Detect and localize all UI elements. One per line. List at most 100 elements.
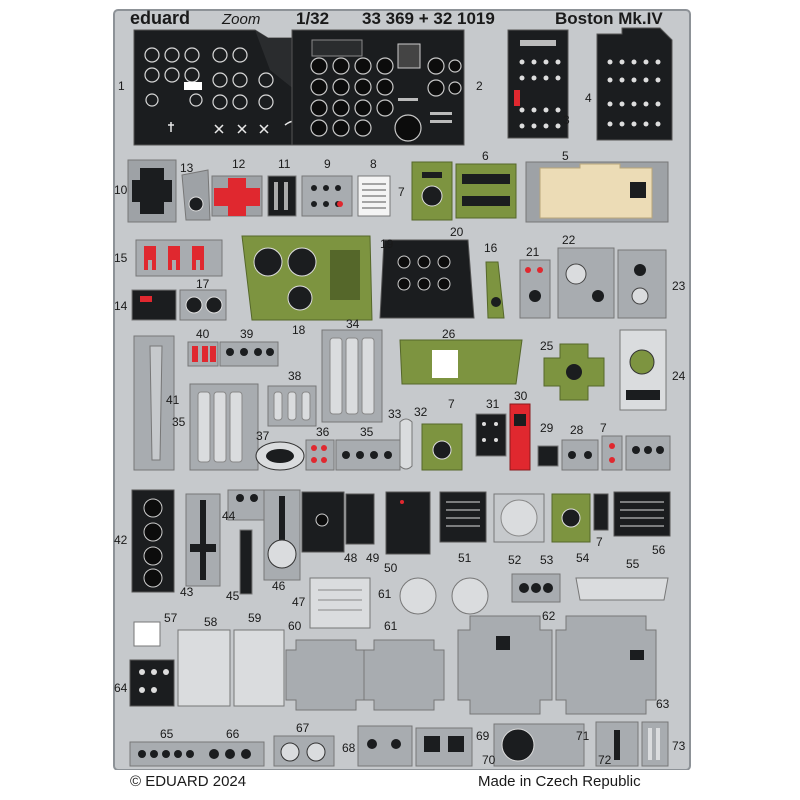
part-number: 18 <box>292 323 306 337</box>
product-codes: 33 369 + 32 1019 <box>362 9 495 28</box>
part-36-switch-strip: 35 <box>335 425 401 471</box>
part-3-switch-panel: 3 <box>507 29 570 139</box>
part-number: 15 <box>114 251 128 265</box>
part-number: 30 <box>514 389 528 403</box>
part-number: 31 <box>486 397 500 411</box>
part-number: 37 <box>256 429 270 443</box>
part-15-red-clips: 15 <box>114 239 223 277</box>
part-17-knobs: 17 <box>179 277 227 321</box>
part-number: 68 <box>342 741 356 755</box>
part-45-levers: 44 <box>222 489 265 523</box>
part-53-disc: 52 <box>493 493 545 567</box>
part-8-placard: 8 <box>357 157 391 217</box>
part-30-panel: 29 <box>537 421 559 467</box>
part-number: 7 <box>398 185 405 199</box>
part-number: 43 <box>180 585 194 599</box>
part-24-compass-panel: 24 <box>619 329 686 411</box>
part-16-green-lever-plate: 16 <box>484 241 505 319</box>
part-number: 11 <box>278 157 291 171</box>
part-number: 47 <box>292 595 306 609</box>
part-number: 29 <box>540 421 554 435</box>
part-65-grey-cushion: 63 <box>555 615 670 715</box>
part-number: 7 <box>596 535 603 549</box>
part-number: 64 <box>114 681 128 695</box>
part-number: 14 <box>114 299 128 313</box>
part-33-green-panel: 32 7 <box>414 397 463 471</box>
part-number: 9 <box>324 157 331 171</box>
part-number: 17 <box>196 277 210 291</box>
part-number: 1 <box>118 79 125 93</box>
part-60-cushion: 59 <box>233 611 285 707</box>
part-42-frame: 41 <box>133 335 180 471</box>
part-10-black-bracket: 10 <box>114 159 177 223</box>
part-number: 53 <box>540 553 554 567</box>
part-number: 46 <box>272 579 286 593</box>
part-71-panel: 69 <box>415 727 490 767</box>
origin-text: Made in Czech Republic <box>478 773 641 790</box>
part-number: 58 <box>204 615 218 629</box>
part-38-ring: 37 <box>255 429 305 471</box>
part-1-left-instrument-panel: 1 <box>118 29 321 146</box>
part-35-grille-2: 34 <box>321 317 383 423</box>
part-32-panel: 31 <box>475 397 507 457</box>
part-37-red-switches: 36 <box>305 425 335 471</box>
part-43-instrument-column: 42 <box>114 489 175 593</box>
part-number: 6 <box>482 149 489 163</box>
part-48-grille: 47 <box>292 577 371 629</box>
part-number: 49 <box>366 551 380 565</box>
part-number: 23 <box>672 279 686 293</box>
part-number: 25 <box>540 339 554 353</box>
part-number: 70 <box>482 753 496 767</box>
part-number: 13 <box>180 161 194 175</box>
part-number: 54 <box>576 551 590 565</box>
part-2-right-instrument-panel: 2 <box>291 29 483 146</box>
part-number: 57 <box>164 611 178 625</box>
part-62-grey-cushion: 61 <box>363 619 445 711</box>
series-logo: Zoom <box>221 11 260 28</box>
part-number: 21 <box>526 245 540 259</box>
part-number: 4 <box>585 91 592 105</box>
part-21-panel: 21 <box>519 245 551 319</box>
part-75-strips: 73 <box>641 721 686 767</box>
part-number: 60 <box>288 619 302 633</box>
part-64-knobs: 62 <box>511 573 561 623</box>
part-5-leather-cushion: 5 <box>525 149 669 223</box>
part-12-red-switch-cover: 12 <box>211 157 263 217</box>
part-13-panel: 13 <box>180 161 211 221</box>
part-number: 26 <box>442 327 456 341</box>
part-number: 41 <box>166 393 180 407</box>
part-large-grey-cushion <box>457 615 553 715</box>
part-34-arm: 33 <box>388 407 413 470</box>
part-number: 40 <box>196 327 210 341</box>
part-47-control-wheel: 46 <box>263 489 301 593</box>
part-number: 7 <box>448 397 455 411</box>
part-56-strip: 55 <box>575 557 669 601</box>
part-72-dial: 70 <box>482 723 585 767</box>
part-number: 69 <box>476 729 490 743</box>
part-number: 61 <box>378 587 392 601</box>
part-58-placard: 57 <box>133 611 178 647</box>
part-number: 50 <box>384 561 398 575</box>
part-27-switch-strip <box>625 435 671 471</box>
part-55-clip: 7 <box>593 493 609 549</box>
part-number: 20 <box>450 225 464 239</box>
part-63-ring: 61 <box>378 577 489 615</box>
part-number: 35 <box>360 425 374 439</box>
part-29-switches: 28 <box>561 423 599 471</box>
part-50-panel: 49 <box>345 493 380 565</box>
part-14-panel: 14 <box>114 289 177 321</box>
part-number: 66 <box>226 727 240 741</box>
part-44-rudder-pedal-rod: 43 <box>180 493 221 599</box>
part-7-green-panel: 7 <box>398 161 453 221</box>
part-51-black-panel: 50 <box>384 491 431 575</box>
part-61-grey-cushion: 60 <box>285 619 367 711</box>
part-number: 38 <box>288 369 302 383</box>
part-25-green-cross: 25 <box>540 339 605 401</box>
part-26-green-panel: 26 <box>399 327 523 385</box>
part-number: 16 <box>484 241 498 255</box>
part-number: 51 <box>458 551 472 565</box>
part-number: 72 <box>598 753 612 767</box>
part-number: 3 <box>563 113 570 127</box>
part-19-black-panel: 19 20 <box>379 225 475 319</box>
